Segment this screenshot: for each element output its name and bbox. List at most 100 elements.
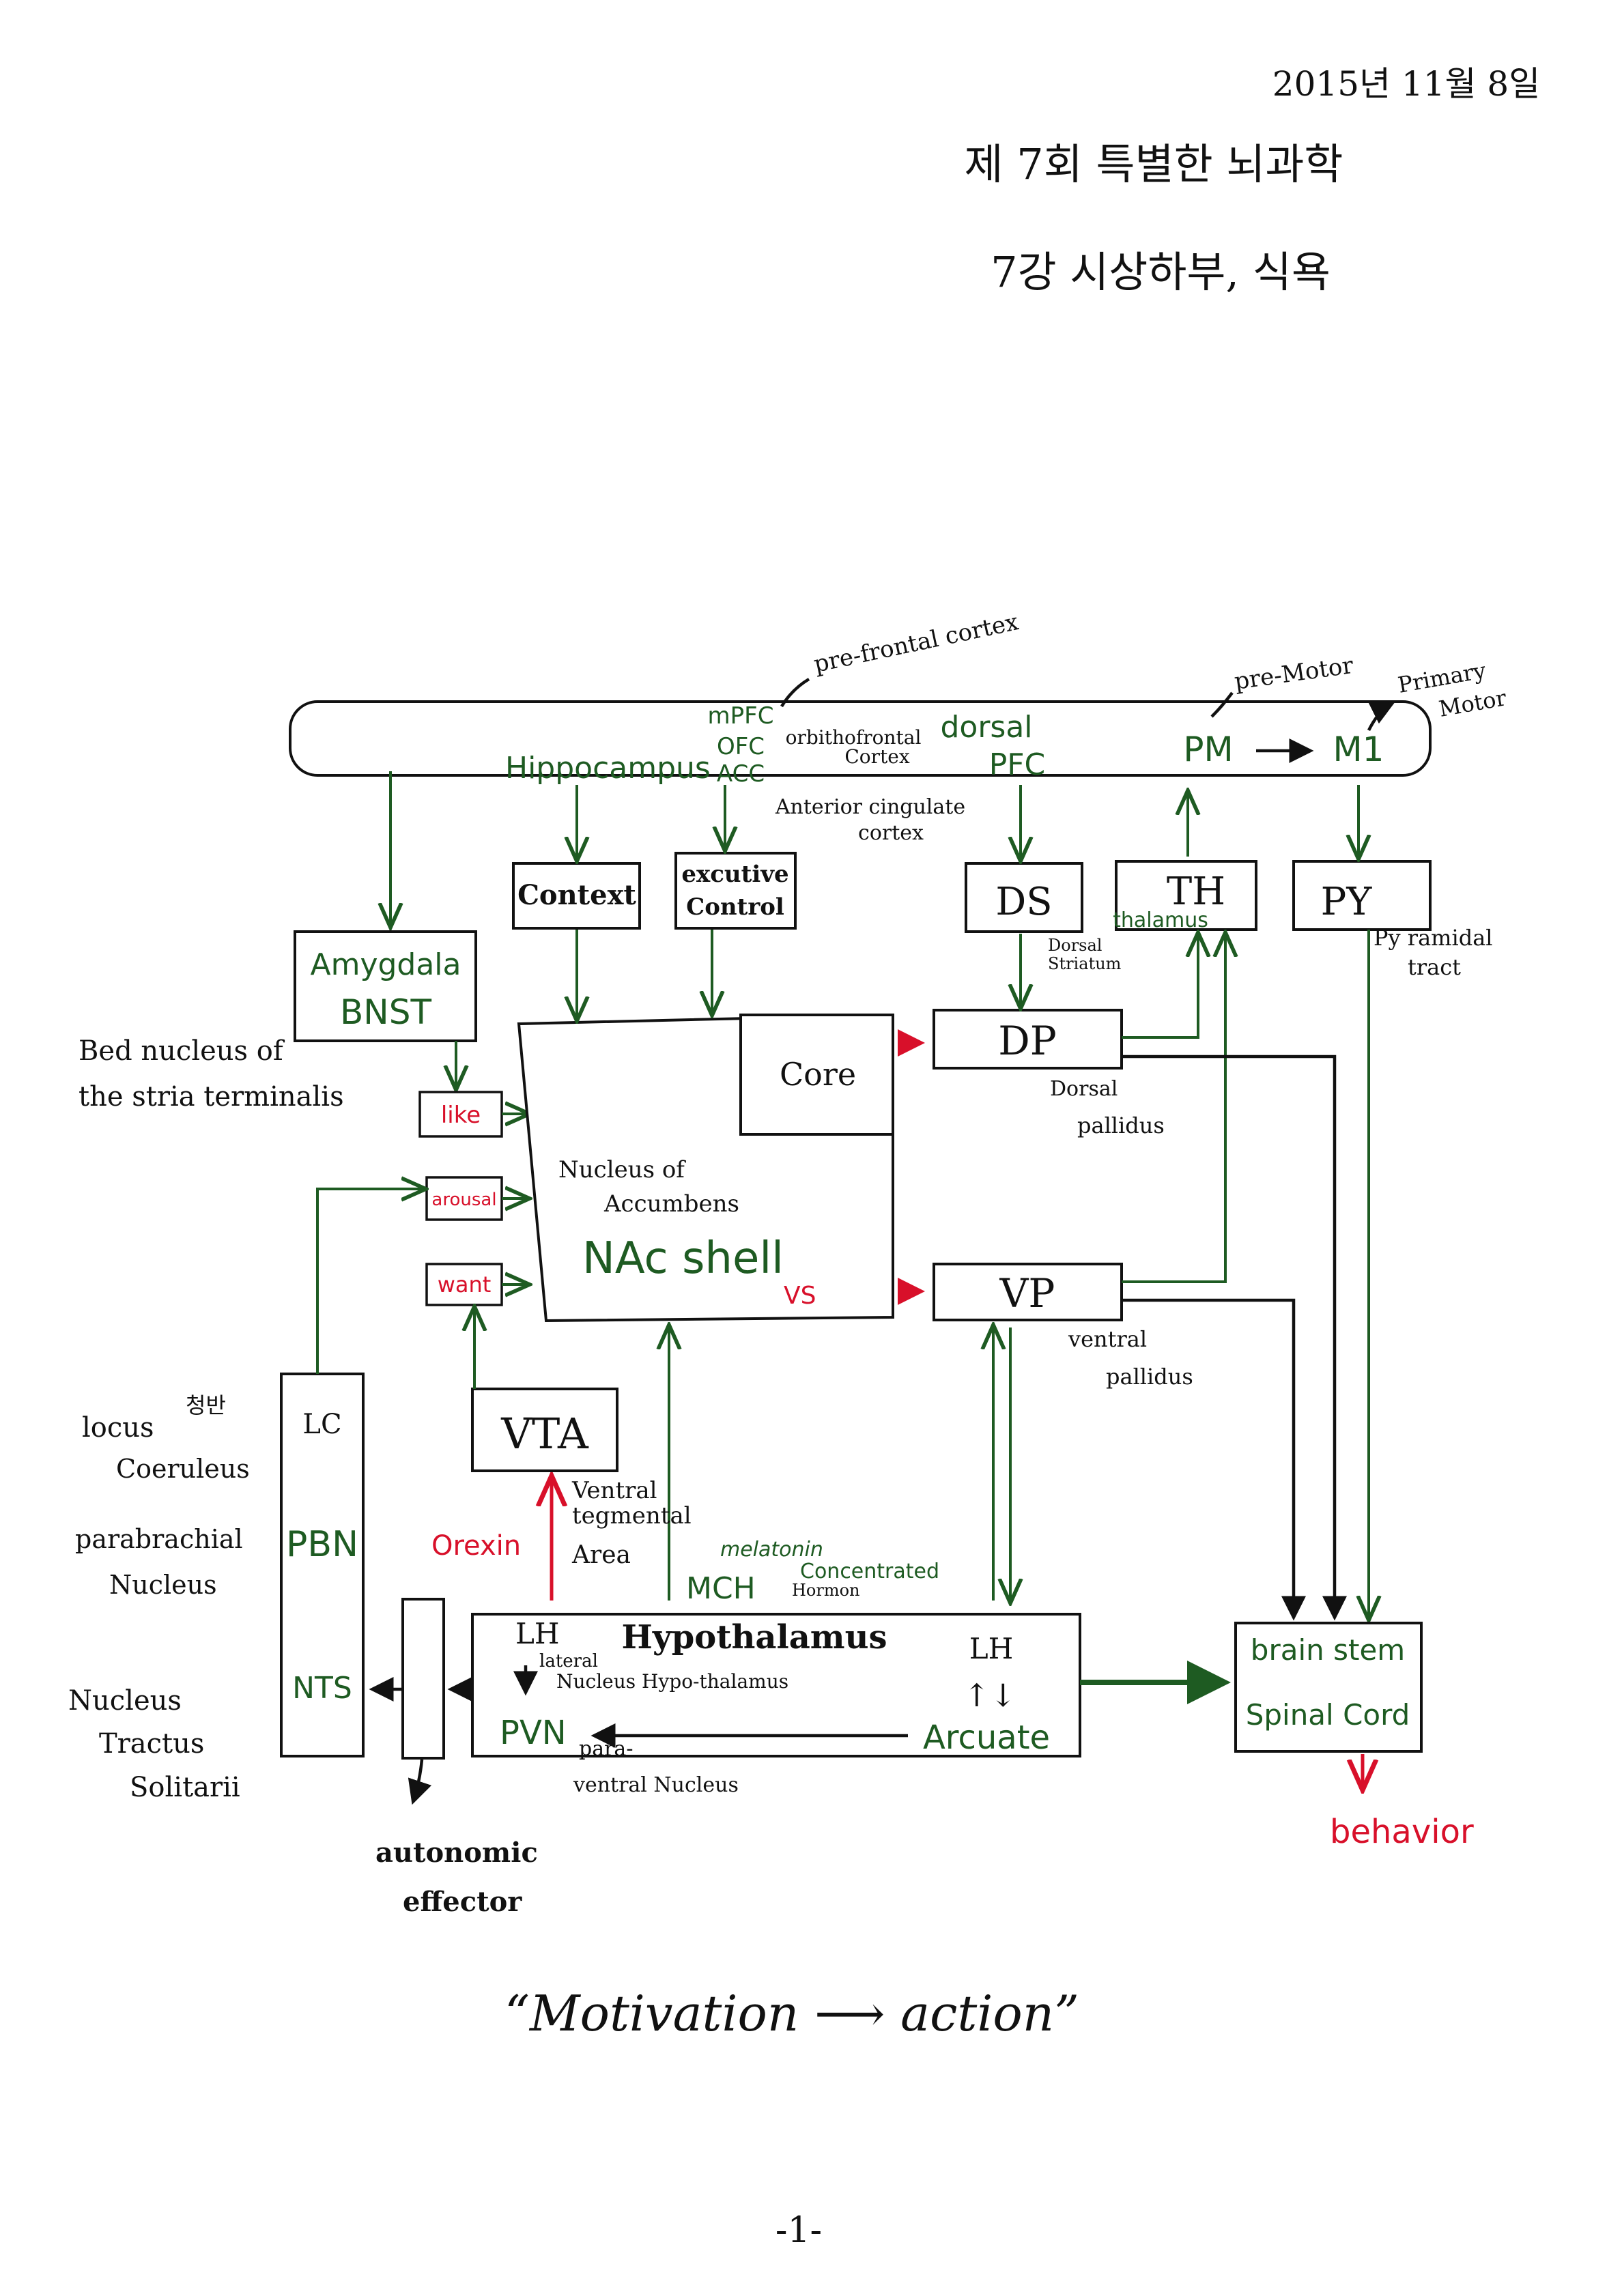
amygdala-label: Amygdala [310, 947, 461, 982]
nac-note-1: Nucleus of [558, 1156, 686, 1183]
orbitofrontal-note-1: orbithofrontal [786, 726, 922, 749]
like-label: like [441, 1102, 481, 1129]
mch-note-2: Concentrated [800, 1560, 939, 1583]
vp-to-brainstem-arrow [1122, 1298, 1306, 1621]
arousal-label: arousal [431, 1190, 496, 1210]
dp-to-th-arrow [1122, 935, 1198, 1039]
core-box [739, 1014, 894, 1136]
vp-label: VP [999, 1270, 1055, 1317]
nac-note-2: Accumbens [603, 1190, 739, 1218]
series-title: 제 7회 특별한 뇌과학 [965, 139, 1343, 189]
acc-note-2: cortex [858, 821, 924, 845]
brainstem-box [1234, 1622, 1423, 1753]
vp-to-th-arrow [1122, 935, 1225, 1283]
vta-note-2: tegmental [572, 1502, 692, 1530]
hypothalamus-label: Hypothalamus [621, 1618, 887, 1656]
pbn-label: PBN [286, 1524, 358, 1565]
pm-label: PM [1183, 730, 1233, 769]
ds-box [965, 862, 1083, 933]
dp-to-brainstem-arrow [1122, 1054, 1347, 1621]
lh-right-label: LH [969, 1632, 1014, 1665]
vta-box [471, 1388, 618, 1472]
premotor-note: pre-Motor [1233, 652, 1356, 695]
nts-note-2: Tractus [99, 1728, 204, 1760]
cortex-bar [289, 700, 1432, 777]
prefrontal-note-line [780, 678, 810, 708]
behavior-label: behavior [1330, 1813, 1474, 1851]
py-label: PY [1321, 880, 1373, 924]
lh-left-label: LH [515, 1617, 560, 1650]
pbn-note-1: parabrachial [75, 1524, 243, 1554]
bnst-note-1: Bed nucleus of [79, 1035, 285, 1067]
acc-label: ACC [717, 760, 765, 788]
lc-note-1: locus [82, 1412, 154, 1444]
autonomic-label-1: autonomic [375, 1837, 538, 1869]
arousal-box [425, 1176, 503, 1221]
py-box [1292, 860, 1432, 931]
premotor-note-line [1210, 691, 1234, 718]
nts-note-1: Nucleus [68, 1685, 182, 1717]
core-label: Core [780, 1056, 856, 1093]
bnst-label: BNST [340, 992, 431, 1032]
page-number: -1- [776, 2210, 822, 2251]
vp-note-2: pallidus [1106, 1364, 1193, 1390]
arcuate-label: Arcuate [923, 1719, 1050, 1757]
mch-note-3: Hormon [792, 1581, 860, 1600]
dp-note-1: Dorsal [1050, 1077, 1118, 1101]
vta-label: VTA [500, 1409, 589, 1459]
pvn-label: PVN [500, 1714, 567, 1752]
orexin-label: Orexin [431, 1530, 521, 1562]
context-label: Context [517, 879, 636, 911]
motto: “Motivation ⟶ action” [504, 1985, 1079, 2042]
vs-label: VS [784, 1282, 816, 1310]
primary-motor-note-2: Motor [1437, 685, 1509, 722]
lc-to-arousal-arrow [316, 1189, 423, 1374]
vp-box [933, 1263, 1123, 1321]
hippocampus-label: Hippocampus [505, 751, 711, 786]
py-note-1: Py ramidal [1374, 925, 1493, 951]
th-label: TH [1167, 870, 1225, 914]
mch-label: MCH [686, 1571, 756, 1606]
mpfc-label: mPFC [708, 702, 774, 730]
nts-label: NTS [292, 1671, 352, 1706]
dorsal-pfc-label-1: dorsal [940, 710, 1032, 745]
autonomic-relay-box [401, 1598, 445, 1760]
lc-note-2: Coeruleus [116, 1454, 250, 1484]
date-label: 2015년 11월 8일 [1272, 64, 1540, 104]
py-note-2: tract [1408, 954, 1461, 980]
executive-label-2: Control [686, 893, 784, 921]
pvn-note-2: ventral Nucleus [573, 1773, 739, 1797]
context-box [512, 862, 641, 930]
brainstem-nuclei-box [280, 1373, 365, 1757]
mch-note-1: melatonin [720, 1538, 823, 1562]
dp-note-2: pallidus [1077, 1113, 1165, 1138]
pvn-note-1: para- [579, 1737, 633, 1761]
vta-note-3: Area [571, 1541, 631, 1569]
spinal-cord-label: Spinal Cord [1246, 1698, 1410, 1732]
nac-shell-label: NAc shell [582, 1233, 784, 1284]
nts-note-3: Solitarii [130, 1772, 240, 1803]
brainstem-label: brain stem [1251, 1633, 1405, 1667]
executive-control-box [674, 852, 797, 930]
th-note: thalamus [1113, 908, 1208, 932]
relay-to-effector-arrow [408, 1759, 432, 1805]
prefrontal-note: pre-frontal cortex [812, 608, 1021, 678]
lecture-title: 7강 시상하부, 식욕 [991, 247, 1331, 297]
bnst-note-2: the stria terminalis [79, 1081, 344, 1113]
lc-note-ko: 청반 [186, 1392, 226, 1418]
lh-note-2: Nucleus Hypo-thalamus [556, 1670, 788, 1693]
m1-label: M1 [1333, 730, 1384, 769]
amygdala-box [294, 930, 477, 1042]
ds-note-2: Striatum [1048, 954, 1122, 973]
pbn-note-2: Nucleus [109, 1570, 217, 1600]
ofc-label: OFC [717, 733, 765, 760]
dp-label: DP [998, 1018, 1057, 1064]
lh-note-1: lateral [539, 1651, 598, 1671]
ds-note-1: Dorsal [1048, 936, 1102, 955]
vp-note-1: ventral [1068, 1326, 1147, 1352]
lh-arcuate-arrows: ↑↓ [963, 1677, 1016, 1714]
acc-note-1: Anterior cingulate [775, 795, 965, 819]
orbitofrontal-note-2: Cortex [844, 745, 909, 768]
executive-label-1: excutive [681, 861, 788, 888]
